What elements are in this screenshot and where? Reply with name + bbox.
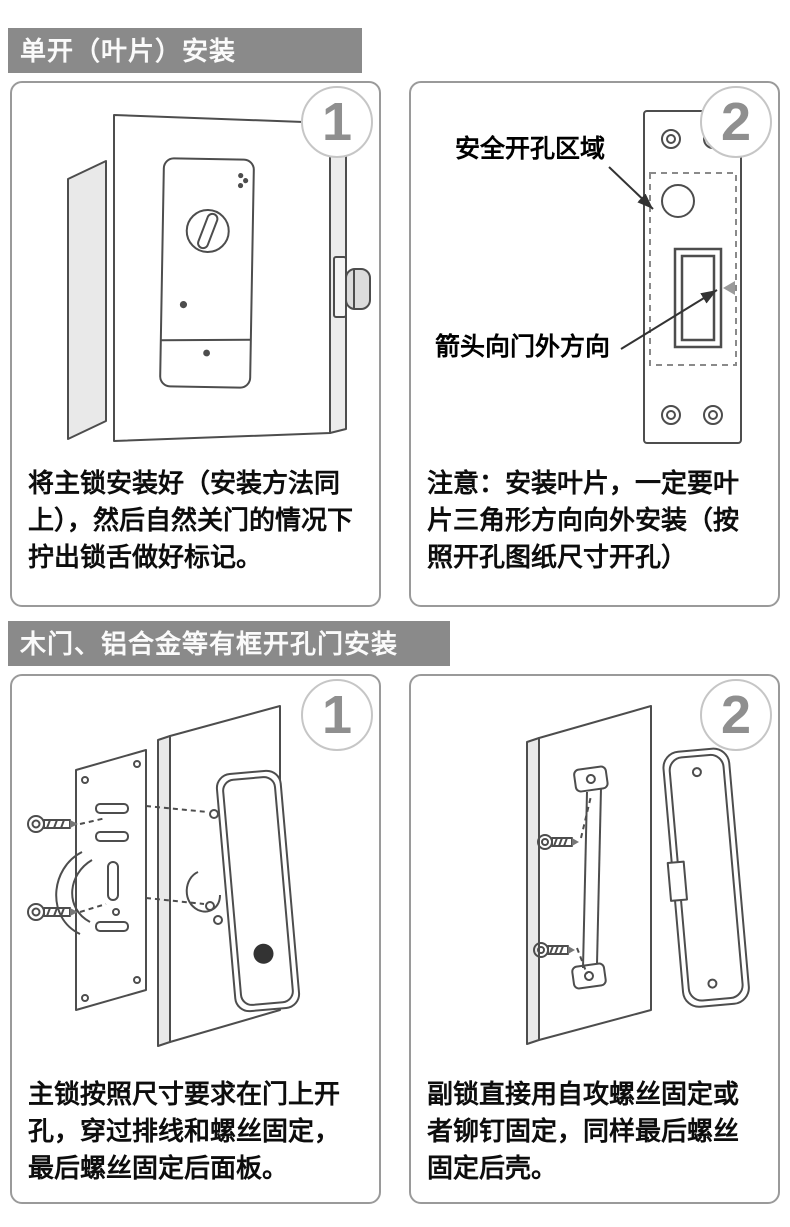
- rear-lock-drawing: [526, 705, 750, 1045]
- main-lock-on-door-illustration: [12, 83, 379, 461]
- step-number-badge: 1: [301, 86, 373, 158]
- drilling-template-illustration: 安全开孔区域 箭头向门外方向: [411, 83, 778, 461]
- panel-step-2-blade-template: 2 安全开孔区域 箭头向门外方向: [409, 81, 780, 607]
- section-header-framed-door: 木门、铝合金等有框开孔门安装: [8, 621, 450, 666]
- panel-step-2-rear-lock: 2: [409, 674, 780, 1204]
- installation-manual-page: 单开（叶片）安装 1: [0, 28, 790, 1227]
- step-number-badge: 1: [301, 679, 373, 751]
- step-caption: 副锁直接用自攻螺丝固定或者铆钉固定，同样最后螺丝固定后壳。: [427, 1079, 740, 1183]
- section-2-panels: 1: [0, 674, 790, 1204]
- step-caption: 主锁按照尺寸要求在门上开孔，穿过排线和螺丝固定，最后螺丝固定后面板。: [28, 1079, 341, 1183]
- callout-safe-drill-area: 安全开孔区域: [455, 135, 606, 163]
- section-1-panels: 1: [0, 81, 790, 607]
- panel-step-1-main-lock: 1: [10, 81, 381, 607]
- step-number-badge: 2: [700, 86, 772, 158]
- step-caption: 注意：安装叶片，一定要叶片三角形方向向外安装（按照开孔图纸尺寸开孔）: [427, 468, 740, 572]
- template-plate-drawing: [608, 110, 742, 444]
- rear-lock-mounting-illustration: [411, 676, 778, 1072]
- exploded-view-drawing: [27, 705, 301, 1047]
- panel-step-1-exploded-mounting: 1: [10, 674, 381, 1204]
- step-number-badge: 2: [700, 679, 772, 751]
- section-header-single-blade: 单开（叶片）安装: [8, 28, 362, 73]
- callout-arrow-direction: 箭头向门外方向: [435, 333, 611, 361]
- step-caption: 将主锁安装好（安装方法同上），然后自然关门的情况下拧出锁舌做好标记。: [28, 468, 354, 572]
- door-lock-drawing: [67, 114, 371, 442]
- exploded-mounting-illustration: [12, 676, 379, 1072]
